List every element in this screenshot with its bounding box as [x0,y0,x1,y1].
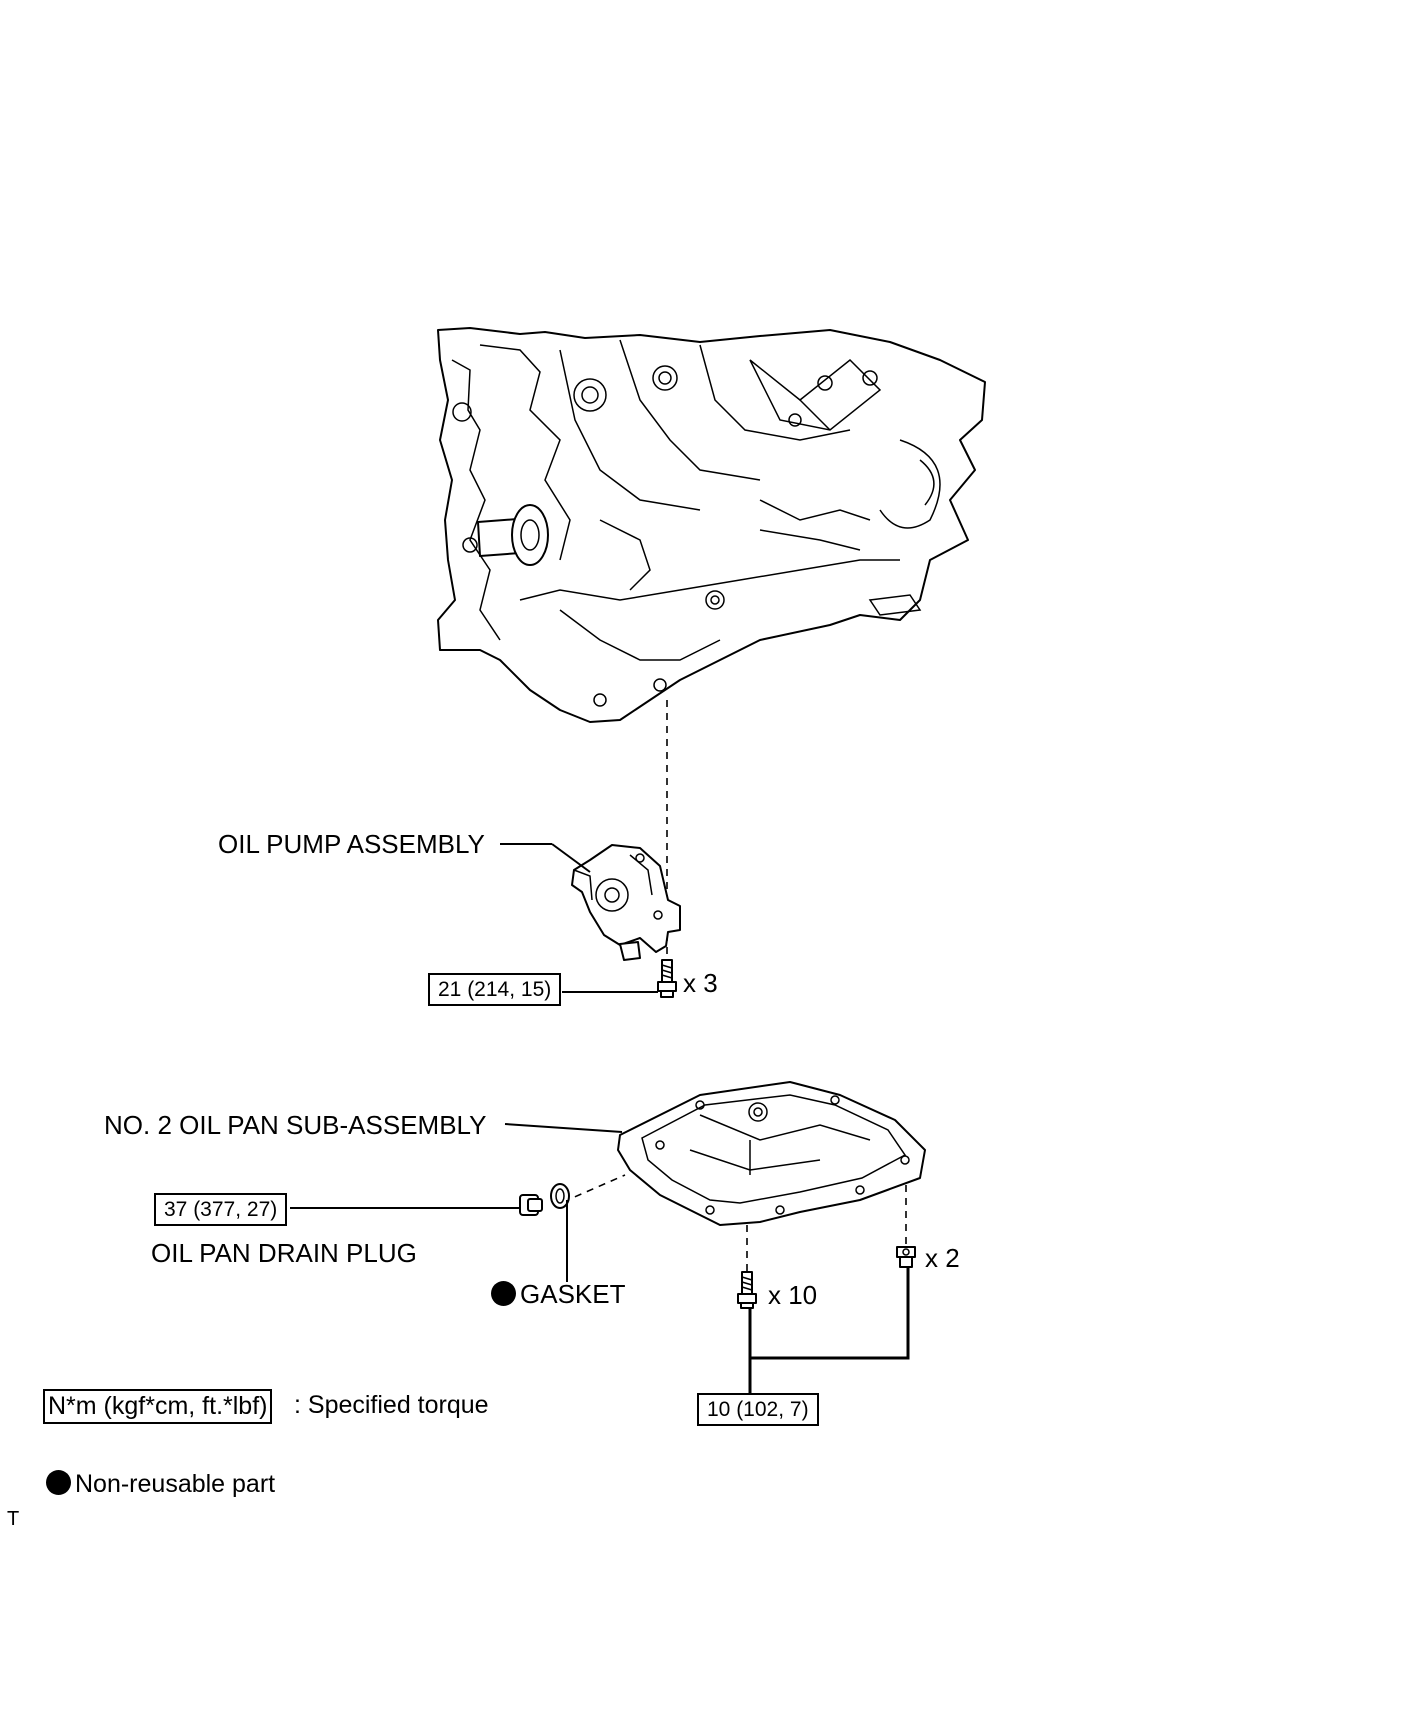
oil-pan-drawing [617,1081,926,1226]
drain-plug-torque-box: 37 (377, 27) [154,1193,288,1226]
oil-pump-drawing [571,844,681,961]
pan-bolt-quantity: x 10 [768,1280,818,1310]
pump-bolt-quantity: x 3 [683,968,718,998]
gasket-ring-icon [550,1183,570,1209]
corner-mark: T [7,1508,20,1530]
pan-bolt-torque-box: 10 (102, 7) [697,1393,819,1426]
gasket-label: GASKET [491,1281,625,1307]
pan-nut-quantity: x 2 [925,1243,960,1273]
oil-pan-label: NO. 2 OIL PAN SUB-ASSEMBLY [104,1110,487,1140]
legend-torque-text: : Specified torque [294,1391,489,1419]
pan-nut-icon [896,1246,916,1268]
legend-torque-unit-box: N*m (kgf*cm, ft.*lbf) [43,1389,273,1424]
pump-bolt-icon [657,959,677,998]
oil-pump-assembly-label: OIL PUMP ASSEMBLY [218,829,485,859]
non-reusable-dot-icon [491,1281,516,1306]
pump-bolt-torque-box: 21 (214, 15) [428,973,562,1006]
non-reusable-legend-dot-icon [46,1470,71,1495]
pan-bolt-icon [737,1271,757,1309]
legend-non-reusable: Non-reusable part [46,1470,275,1497]
drain-plug-label: OIL PAN DRAIN PLUG [151,1238,417,1268]
drain-plug-icon [519,1194,543,1216]
engine-block-drawing [437,327,986,723]
